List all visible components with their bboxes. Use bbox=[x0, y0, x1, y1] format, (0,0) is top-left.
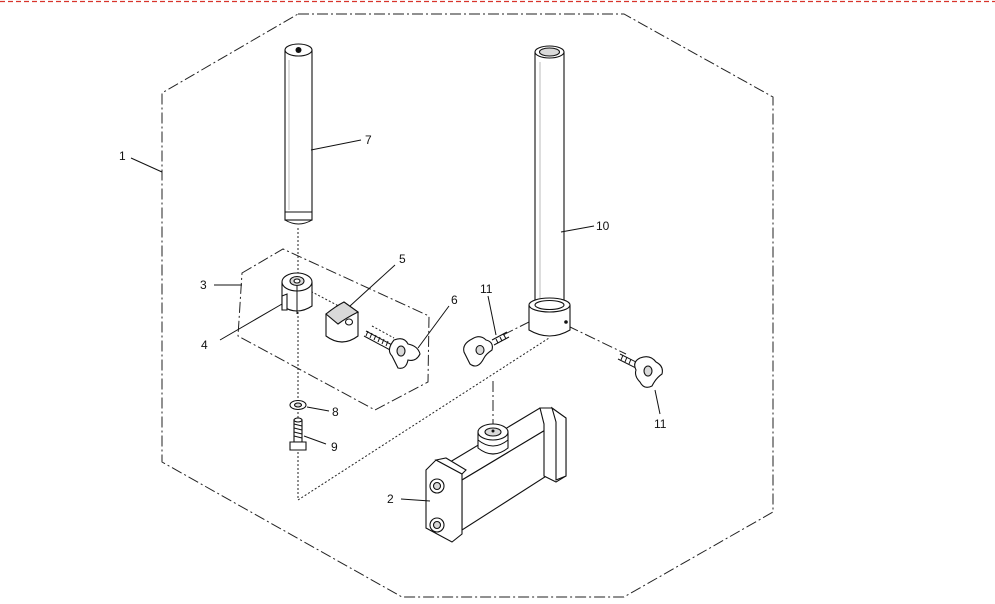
callout-7: 7 bbox=[365, 133, 372, 147]
part-8-washer bbox=[289, 399, 307, 411]
callout-1: 1 bbox=[119, 149, 126, 163]
part-5-clamp-block bbox=[325, 301, 360, 343]
part-7-short-column bbox=[284, 43, 313, 225]
part-11-star-knob-right bbox=[617, 353, 663, 388]
callout-9: 9 bbox=[331, 440, 338, 454]
part-6-star-knob bbox=[363, 330, 421, 369]
callout-11-right: 11 bbox=[654, 417, 667, 431]
callout-11-middle: 11 bbox=[480, 282, 493, 296]
part-2-base-bracket bbox=[425, 406, 567, 543]
assembly-boundary-1 bbox=[161, 13, 774, 598]
callout-4: 4 bbox=[201, 338, 208, 352]
callout-8: 8 bbox=[332, 405, 339, 419]
callout-labels: 1 2 3 4 5 6 7 8 9 10 11 11 bbox=[119, 133, 667, 506]
part-11-star-knob-middle bbox=[463, 331, 510, 367]
callout-6: 6 bbox=[451, 293, 458, 307]
callout-5: 5 bbox=[399, 252, 406, 266]
part-9-bolt bbox=[289, 417, 307, 451]
part-10-tall-column bbox=[528, 45, 571, 337]
leader-lines bbox=[130, 139, 661, 502]
part-4-split-clamp bbox=[281, 272, 313, 314]
callout-10: 10 bbox=[596, 219, 610, 233]
callout-2: 2 bbox=[387, 492, 394, 506]
subassembly-boundary-3 bbox=[237, 248, 430, 411]
callout-3: 3 bbox=[200, 278, 207, 292]
